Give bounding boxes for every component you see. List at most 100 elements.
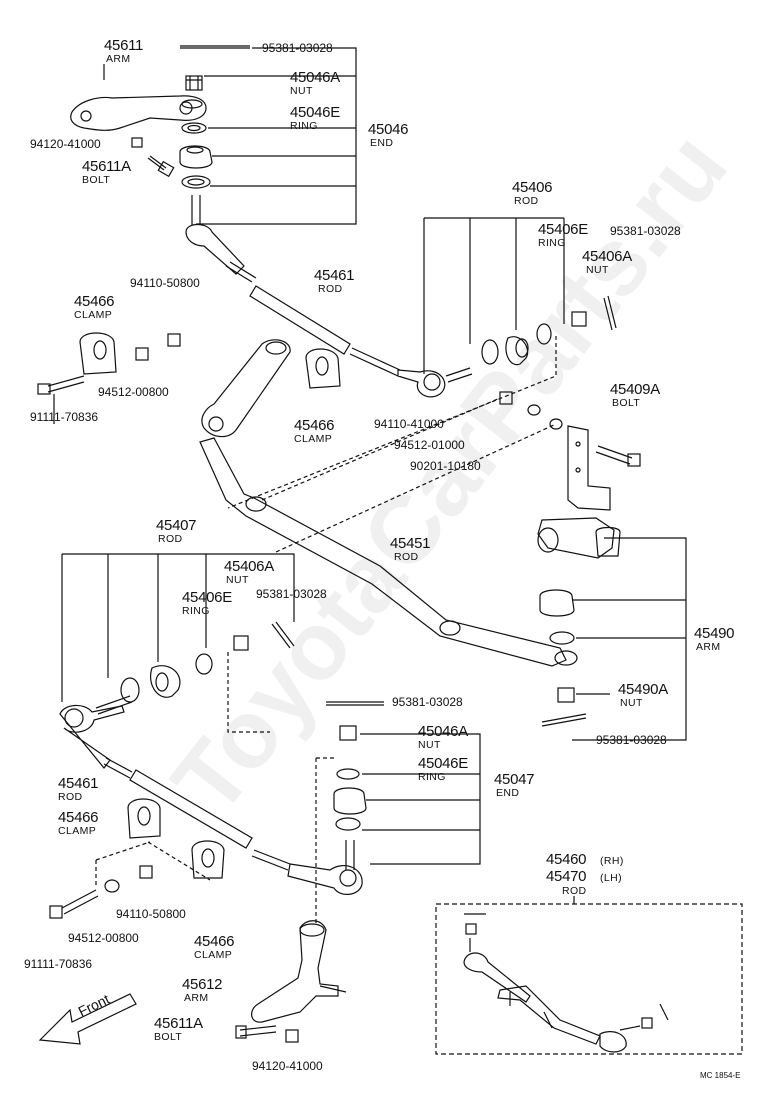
label-45490A: 45490A: [618, 681, 668, 698]
boot-45406: [505, 336, 529, 366]
boot-top: [179, 145, 213, 169]
washer-94512-mid: [527, 404, 541, 416]
label-94512-c: 94512-00800: [68, 931, 139, 945]
label-94120-a: 94120-41000: [30, 137, 101, 151]
label-45466-a-desc: CLAMP: [74, 309, 113, 321]
label-45461-a-desc: ROD: [318, 283, 343, 295]
label-95381-a: 95381-03028: [262, 41, 333, 55]
label-45470: 45470: [546, 868, 587, 885]
label-45406: 45406: [512, 179, 553, 196]
label-95381-c: 95381-03028: [256, 587, 327, 601]
nut-45406A-lower: [233, 635, 249, 651]
cotter-95381-e: [326, 701, 384, 706]
bracket-lines-top: [53, 47, 565, 424]
label-45466-c: 45466: [58, 809, 99, 826]
relay-rod-45451: [199, 437, 578, 667]
cotter-pin-top: [180, 45, 250, 49]
bolt-45409A: [595, 445, 641, 467]
label-45406A-a-desc: NUT: [586, 264, 609, 276]
nut-94120-lower: [285, 1029, 299, 1043]
ring-45407: [120, 677, 140, 703]
label-45466-d-desc: CLAMP: [194, 949, 233, 961]
cotter-45490: [541, 713, 587, 727]
label-45470-desc: (LH): [600, 872, 623, 884]
label-91111-a: 91111-70836: [30, 410, 99, 424]
ring-45047: [335, 817, 361, 831]
label-45406E-a-desc: RING: [538, 237, 566, 249]
bracket-lines-lower-left: [61, 553, 295, 702]
bolt-45611A-lower: [235, 1025, 277, 1039]
nut-45490A: [557, 687, 575, 703]
label-45466-b: 45466: [294, 417, 335, 434]
cotter-95381-lower: [271, 621, 295, 649]
label-90201: 90201-10180: [410, 459, 481, 473]
rod-45461-top: [249, 285, 401, 377]
label-45611A-b: 45611A: [154, 1015, 203, 1032]
tie-rod-end-45407: [59, 695, 133, 769]
bolt-45611A: [147, 155, 175, 178]
ring-45490: [549, 631, 575, 645]
label-45046A-b-desc: NUT: [418, 739, 441, 751]
rod-45461-lower: [103, 757, 291, 871]
ring-45406-2: [536, 323, 552, 345]
label-45460-desc: (RH): [600, 855, 624, 867]
boot-45407: [150, 665, 181, 698]
inset-rod-box: [435, 896, 743, 1055]
clamp-45466-middle: [305, 348, 341, 389]
label-91111-b: 91111-70836: [24, 957, 93, 971]
nut-45406A-top: [571, 311, 587, 327]
label-45470-rod: ROD: [562, 885, 587, 897]
ring-45046E-lower: [336, 768, 360, 780]
label-45611: 45611: [104, 37, 144, 54]
label-45406E-b: 45406E: [182, 589, 232, 606]
label-45046A-b: 45046A: [418, 723, 468, 740]
label-95381-b: 95381-03028: [610, 224, 681, 238]
nut-94110-left: [167, 333, 181, 347]
label-45046E-b-desc: RING: [418, 771, 446, 783]
label-45612: 45612: [182, 976, 223, 993]
cotter-45406: [603, 295, 617, 331]
label-45407-desc: ROD: [158, 533, 183, 545]
label-45046-desc: END: [370, 137, 394, 149]
dashed-leaders: [95, 336, 557, 924]
label-94110-c: 94110-50800: [116, 907, 186, 921]
tie-rod-end-45047: [287, 840, 363, 895]
label-45409A-desc: BOLT: [612, 397, 641, 409]
boot-45490: [539, 589, 575, 617]
label-45612-desc: ARM: [184, 992, 209, 1004]
label-45611A-a: 45611A: [82, 158, 131, 175]
label-45046A-a-desc: NUT: [290, 85, 313, 97]
label-45451: 45451: [390, 535, 431, 552]
label-45407: 45407: [156, 517, 197, 534]
label-45047: 45047: [494, 771, 535, 788]
label-45490-desc: ARM: [696, 641, 721, 653]
label-45046: 45046: [368, 121, 409, 138]
label-45461-b-desc: ROD: [58, 791, 83, 803]
nut-94512-left: [135, 347, 149, 361]
washer-94512-lower: [104, 879, 120, 893]
label-95381-e: 95381-03028: [392, 695, 463, 709]
label-45409A: 45409A: [610, 381, 660, 398]
label-45466-c-desc: CLAMP: [58, 825, 97, 837]
ring-45406-1: [481, 339, 499, 365]
label-45046E-a: 45046E: [290, 104, 340, 121]
label-94512-a: 94512-00800: [98, 385, 169, 399]
ring-top: [181, 122, 207, 134]
tie-rod-end-top: [185, 195, 257, 283]
label-45466-a: 45466: [74, 293, 115, 310]
front-arrow: [38, 993, 137, 1045]
label-45461-b: 45461: [58, 775, 99, 792]
ring2-top: [181, 175, 211, 189]
pitman-arm-drawing: [70, 95, 207, 131]
idler-arm-middle: [201, 339, 291, 438]
label-95381-d: 95381-03028: [596, 733, 667, 747]
label-94110-b: 94110-41000: [374, 417, 444, 431]
clamp-45466-lower-2: [191, 840, 225, 879]
label-45490: 45490: [694, 625, 735, 642]
label-94120-b: 94120-41000: [252, 1059, 323, 1073]
label-45611A-a-desc: BOLT: [82, 174, 111, 186]
label-45406E-b-desc: RING: [182, 605, 210, 617]
clamp-45466-left: [79, 332, 117, 375]
bolt-91111-left: [37, 375, 85, 395]
